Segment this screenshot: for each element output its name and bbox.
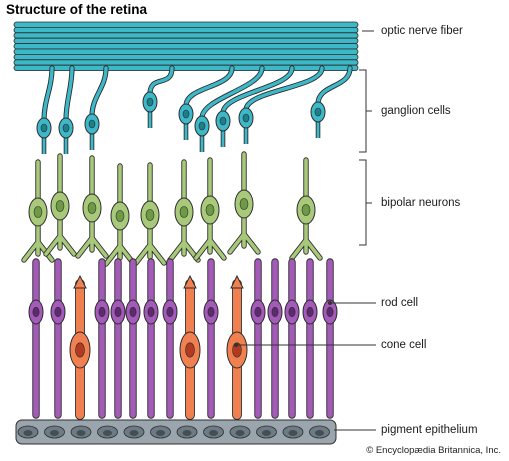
bipolar-nucleus — [145, 209, 155, 221]
ganglion-nucleus — [182, 109, 190, 119]
ganglion-axons — [41, 65, 353, 123]
cone-cell-tip — [230, 274, 244, 289]
cone-cell-nucleus — [185, 342, 195, 358]
rod-cell-nucleus — [32, 306, 40, 318]
ganglion-nucleus — [314, 107, 322, 117]
ganglion-nucleus — [88, 119, 96, 129]
rod-cell-nucleus — [129, 306, 137, 318]
pigment-epithelium-nucleus — [262, 430, 271, 436]
ganglion-axon — [184, 66, 234, 108]
cone-cell-tip — [73, 274, 87, 289]
bipolar-process — [76, 156, 108, 258]
bipolar-neurons-bracket — [359, 159, 372, 246]
bipolar-process — [290, 158, 322, 260]
nerve-fiber-strand — [13, 21, 359, 28]
pigment-epithelium-nucleus — [129, 430, 139, 436]
optic-nerve-fiber-bundle — [13, 21, 359, 71]
rod-cell-nucleus — [98, 306, 106, 318]
bipolar-nucleus — [205, 204, 215, 216]
ganglion-axon — [64, 66, 74, 122]
ganglion-axon — [244, 66, 324, 112]
ganglion-axon — [148, 66, 174, 96]
label-cone-cell: cone cell — [381, 339, 427, 351]
bipolar-process — [228, 152, 260, 254]
ganglion-nucleus — [198, 121, 206, 131]
ganglion-cell-layer — [36, 91, 326, 154]
ganglion-nucleus — [146, 97, 154, 107]
bipolar-process — [104, 164, 136, 266]
bipolar-process — [44, 154, 76, 256]
label-rod-cell: rod cell — [381, 297, 419, 309]
rod-cell-nucleus — [147, 306, 155, 318]
nerve-fiber-strand — [13, 37, 359, 45]
bipolar-nucleus — [55, 200, 65, 212]
ganglion-axon — [221, 66, 294, 115]
bipolar-nucleus — [179, 206, 189, 218]
bipolar-nucleus — [239, 198, 249, 210]
rod-cell-nucleus — [326, 306, 334, 318]
pigment-epithelium-nucleus — [182, 430, 192, 436]
rod-cell-nucleus — [166, 306, 174, 318]
rod-cell-nucleus — [254, 306, 262, 318]
nerve-fiber-strand — [13, 26, 359, 34]
ganglion-nucleus — [242, 113, 250, 123]
cone-cell-leader-dot — [234, 343, 238, 347]
nerve-fiber-strand — [13, 59, 359, 66]
pigment-epithelium-nucleus — [23, 430, 33, 436]
diagram-title: Structure of the retina — [6, 2, 148, 17]
label-optic-nerve-fiber: optic nerve fiber — [381, 25, 463, 37]
pigment-epithelium-nucleus — [235, 430, 245, 436]
bipolar-process — [22, 160, 54, 262]
bipolar-process — [168, 160, 200, 262]
nerve-fiber-strand — [13, 32, 359, 39]
cone-cell-tip — [183, 274, 197, 289]
cone-cell-nucleus — [75, 342, 85, 358]
pigment-epithelium-nucleus — [209, 430, 218, 436]
ganglion-axon — [200, 66, 264, 120]
ganglion-axon — [316, 66, 352, 106]
ganglion-axon — [90, 66, 108, 118]
pigment-epithelium-nucleus — [315, 430, 324, 436]
pigment-epithelium-nucleus — [288, 430, 298, 436]
nerve-fiber-strand — [13, 54, 359, 61]
pigment-epithelium-nucleus — [103, 430, 112, 436]
bipolar-nucleus — [87, 202, 97, 214]
nerve-fiber-strand — [13, 43, 359, 50]
ganglion-nucleus — [40, 123, 48, 133]
ganglion-cells-bracket — [359, 69, 372, 153]
pigment-epithelium-nucleus — [50, 430, 59, 436]
rod-cell-nucleus — [288, 306, 296, 318]
rod-cell-nucleus — [306, 306, 314, 318]
rod-cell-nucleus — [54, 306, 62, 318]
label-pigment-epithelium: pigment epithelium — [381, 424, 478, 436]
bipolar-neuron-layer — [21, 151, 323, 267]
nerve-fiber-strand — [13, 48, 359, 55]
copyright-credit: © Encyclopædia Britannica, Inc. — [366, 445, 501, 456]
rod-cell-nucleus — [114, 306, 122, 318]
bipolar-process — [194, 158, 226, 260]
bipolar-nucleus — [301, 204, 311, 216]
rod-cell-nucleus — [207, 306, 215, 318]
pigment-epithelium-nucleus — [76, 430, 86, 436]
nerve-fiber-strand — [13, 64, 359, 71]
label-bipolar-neurons: bipolar neurons — [381, 197, 461, 209]
pigment-epithelium-layer — [15, 419, 337, 445]
annotation-lines — [234, 30, 376, 431]
ganglion-nucleus — [219, 116, 227, 126]
pigment-epithelium-band — [15, 419, 337, 445]
label-ganglion-cells: ganglion cells — [381, 105, 451, 117]
photoreceptor-layer — [28, 258, 338, 420]
rod-cell-nucleus — [271, 306, 279, 318]
bipolar-nucleus — [33, 206, 43, 218]
ganglion-nucleus — [62, 123, 70, 133]
rod-cell-leader-dot — [328, 301, 332, 305]
bipolar-process — [134, 163, 166, 265]
pigment-epithelium-nucleus — [156, 430, 165, 436]
bipolar-nucleus — [115, 210, 125, 222]
ganglion-axon — [42, 66, 54, 122]
